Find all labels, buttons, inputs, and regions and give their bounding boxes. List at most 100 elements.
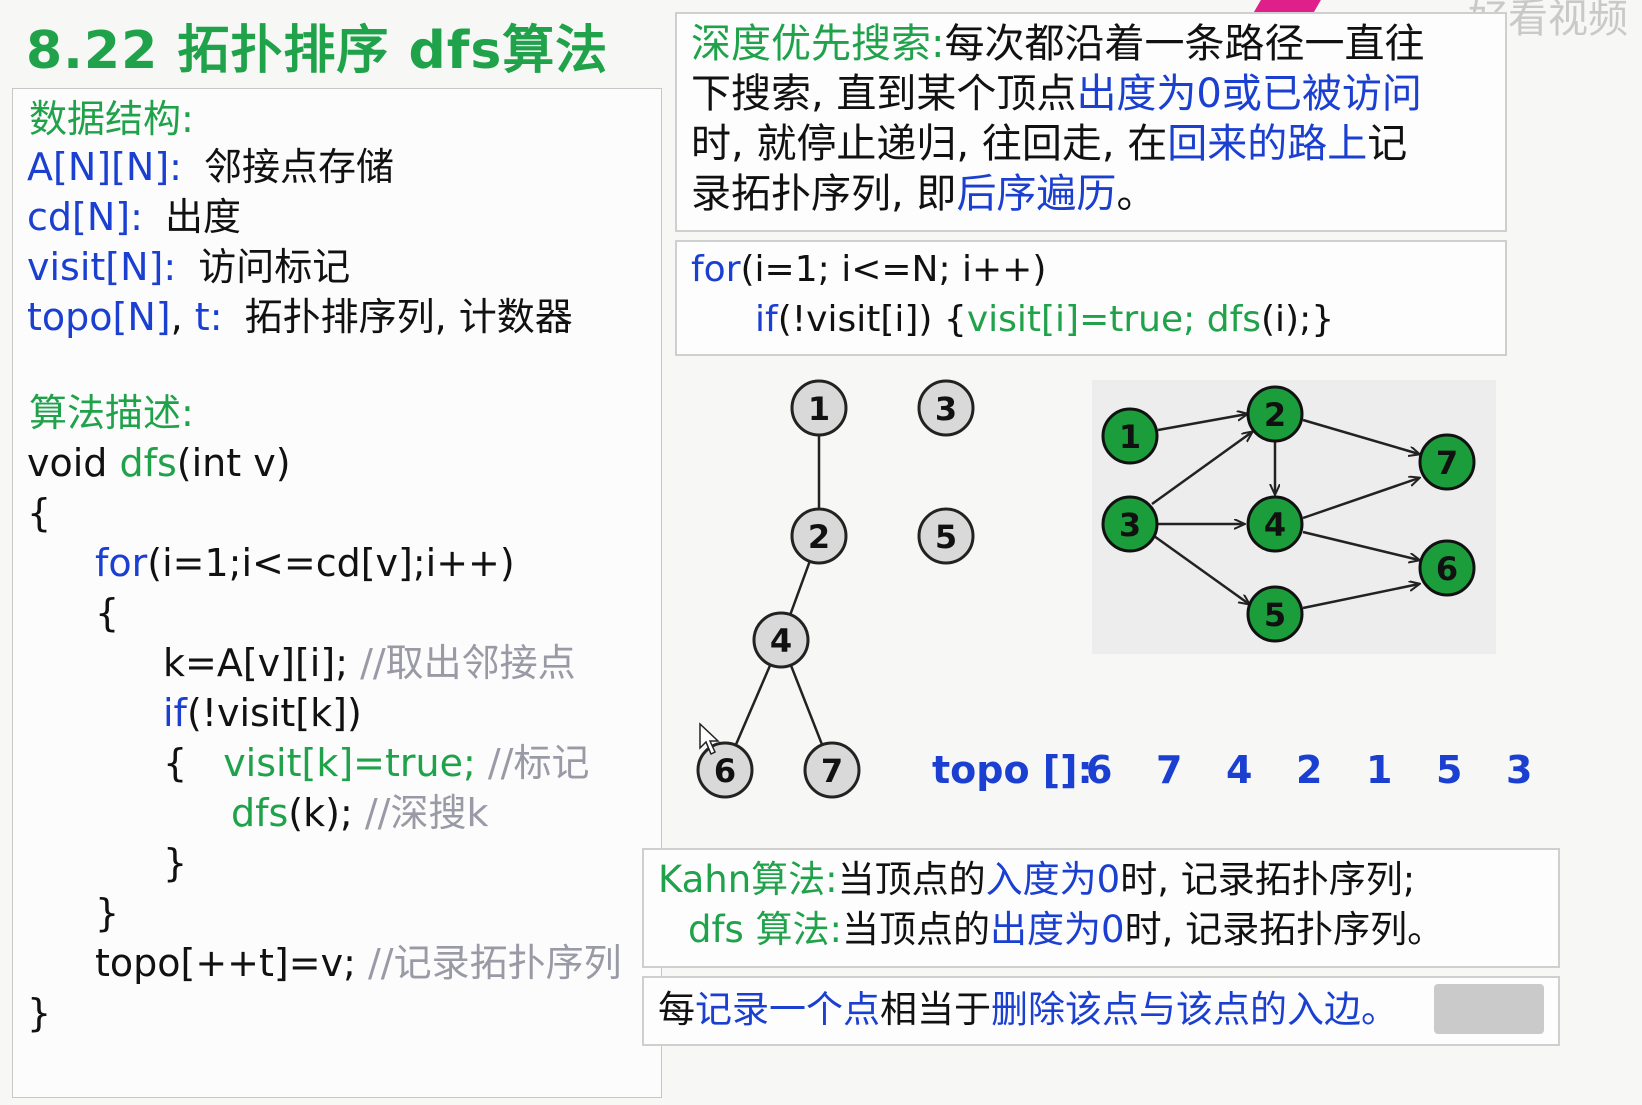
desc-term: 深度优先搜索:	[691, 21, 945, 67]
tree-node-label: 4	[770, 622, 792, 660]
ds-name: cd[N]:	[27, 195, 143, 239]
topo-value: 3	[1506, 748, 1533, 792]
ds-desc: 访问标记	[198, 245, 351, 289]
dfs-description-box: 深度优先搜索:每次都沿着一条路径一直往 下搜索, 直到某个顶点出度为0或已被访问…	[675, 12, 1507, 232]
dag-node-label: 5	[1264, 596, 1286, 634]
dag-node-5	[1246, 585, 1304, 643]
dag-node-7	[1418, 433, 1476, 491]
note-text: 。	[1361, 988, 1398, 1031]
tree-node-label: 7	[821, 752, 843, 790]
code-token: k=A[v][i];	[163, 641, 361, 685]
dag-diagram: 1 3 2 4 5 7 6	[1092, 380, 1496, 654]
tree-node-3	[917, 379, 975, 437]
topo-result: topo []:	[932, 748, 1093, 792]
tree-node-label: 1	[808, 390, 830, 428]
dag-edge-3-2	[1151, 432, 1252, 506]
dag-node-2	[1246, 385, 1304, 443]
compare-text: 当顶点的	[842, 908, 991, 951]
topo-label: topo []:	[932, 748, 1093, 792]
code-token: (i);}	[1261, 299, 1335, 340]
code-line: }	[95, 891, 120, 935]
code-line: {	[27, 491, 52, 535]
code-token: for	[95, 541, 148, 585]
tree-node-5	[917, 507, 975, 565]
desc-text: 。	[1116, 171, 1157, 217]
ds-name: visit[N]:	[27, 245, 177, 289]
code-line: void dfs(int v)	[27, 441, 291, 485]
loop-line: for(i=1; i<=N; i++)	[691, 248, 1046, 292]
tree-node-1	[790, 379, 848, 437]
code-line: dfs(k); //深搜k	[231, 791, 488, 835]
ds-desc: 邻接点存储	[204, 145, 395, 189]
code-token: for	[691, 249, 741, 290]
ds-row-adjacency: A[N][N]: 邻接点存储	[27, 145, 394, 189]
code-line: {	[95, 591, 120, 635]
code-token: {	[163, 741, 188, 785]
compare-term: Kahn算法:	[658, 858, 838, 901]
note-highlight: 记录一个点	[695, 988, 880, 1031]
code-comment: //取出邻接点	[360, 641, 576, 685]
code-token: visit[i]=true;	[966, 299, 1207, 340]
tree-node-2	[790, 507, 848, 565]
code-token: topo[++t]=v;	[95, 941, 368, 985]
dag-edge-3-5	[1153, 534, 1249, 604]
tree-node-label: 2	[808, 518, 830, 556]
note-box: 每记录一个点相当于删除该点与该点的入边。	[642, 976, 1560, 1046]
tree-node-4	[752, 611, 810, 669]
ds-sep: ,	[170, 295, 183, 339]
desc-highlight: 后序遍历	[956, 171, 1117, 217]
dag-node-label: 3	[1119, 506, 1141, 544]
code-token: dfs	[1206, 299, 1261, 340]
desc-line: 录拓扑序列, 即后序遍历。	[691, 172, 1156, 216]
code-line: k=A[v][i]; //取出邻接点	[163, 641, 576, 685]
ds-row-topo: topo[N], t: 拓扑排序列, 计数器	[27, 295, 573, 339]
desc-line: 深度优先搜索:每次都沿着一条路径一直往	[691, 22, 1424, 66]
code-comment: //深搜k	[364, 791, 489, 835]
code-token: (!visit[i]) {	[777, 299, 967, 340]
topo-value: 7	[1156, 748, 1183, 792]
tree-node-6	[696, 741, 754, 799]
topo-value: 6	[1086, 748, 1113, 792]
ds-desc: 拓扑排序列, 计数器	[244, 295, 573, 339]
code-token: (i=1; i<=N; i++)	[740, 249, 1047, 290]
mouse-cursor-icon	[699, 722, 720, 756]
ds-name: topo[N]	[27, 295, 171, 339]
code-line: topo[++t]=v; //记录拓扑序列	[95, 941, 622, 985]
code-line: }	[27, 991, 52, 1035]
compare-highlight: 入度为0	[985, 858, 1121, 901]
topo-value: 1	[1366, 748, 1393, 792]
dag-node-label: 4	[1264, 506, 1286, 544]
dag-node-label: 1	[1119, 418, 1141, 456]
desc-highlight: 出度为0或已被访问	[1076, 71, 1422, 117]
code-token: if	[755, 299, 778, 340]
desc-text: 下搜索, 直到某个顶点	[691, 71, 1077, 117]
desc-line: 下搜索, 直到某个顶点出度为0或已被访问	[691, 72, 1422, 116]
tree-node-label: 6	[714, 752, 736, 790]
dfs-forest-nodes: 1 3 2 5 4 6 7	[696, 379, 975, 799]
loop-line: if(!visit[i]) {visit[i]=true; dfs(i);}	[755, 298, 1334, 342]
compare-line: dfs 算法:当顶点的出度为0时, 记录拓扑序列。	[688, 908, 1444, 952]
compare-term: dfs 算法:	[688, 908, 843, 951]
ds-name: t:	[194, 295, 223, 339]
tree-node-7	[803, 741, 861, 799]
main-loop-box: for(i=1; i<=N; i++) if(!visit[i]) {visit…	[675, 240, 1507, 356]
dag-edge-4-6	[1302, 530, 1419, 560]
dag-edge-1-2	[1157, 414, 1247, 432]
code-token: (!visit[k])	[186, 691, 362, 735]
dag-node-label: 7	[1436, 444, 1458, 482]
left-panel: 数据结构: A[N][N]: 邻接点存储 cd[N]: 出度 visit[N]:…	[12, 88, 662, 1098]
code-token: (i=1;i<=cd[v];i++)	[147, 541, 515, 585]
code-token: dfs	[119, 441, 177, 485]
video-control-icon[interactable]	[1434, 984, 1544, 1034]
desc-line: 时, 就停止递归, 往回走, 在回来的路上记	[691, 122, 1407, 166]
ds-row-visit: visit[N]: 访问标记	[27, 245, 350, 289]
compare-text: 时, 记录拓扑序列。	[1124, 908, 1445, 951]
dag-node-1	[1101, 407, 1159, 465]
code-line: if(!visit[k])	[163, 691, 362, 735]
code-line: {visit[k]=true; //标记	[163, 741, 589, 785]
desc-highlight: 回来的路上	[1167, 121, 1368, 167]
ds-row-outdegree: cd[N]: 出度	[27, 195, 241, 239]
dag-node-label: 6	[1436, 550, 1458, 588]
tree-node-label: 3	[935, 390, 957, 428]
dag-node-label: 2	[1264, 396, 1286, 434]
